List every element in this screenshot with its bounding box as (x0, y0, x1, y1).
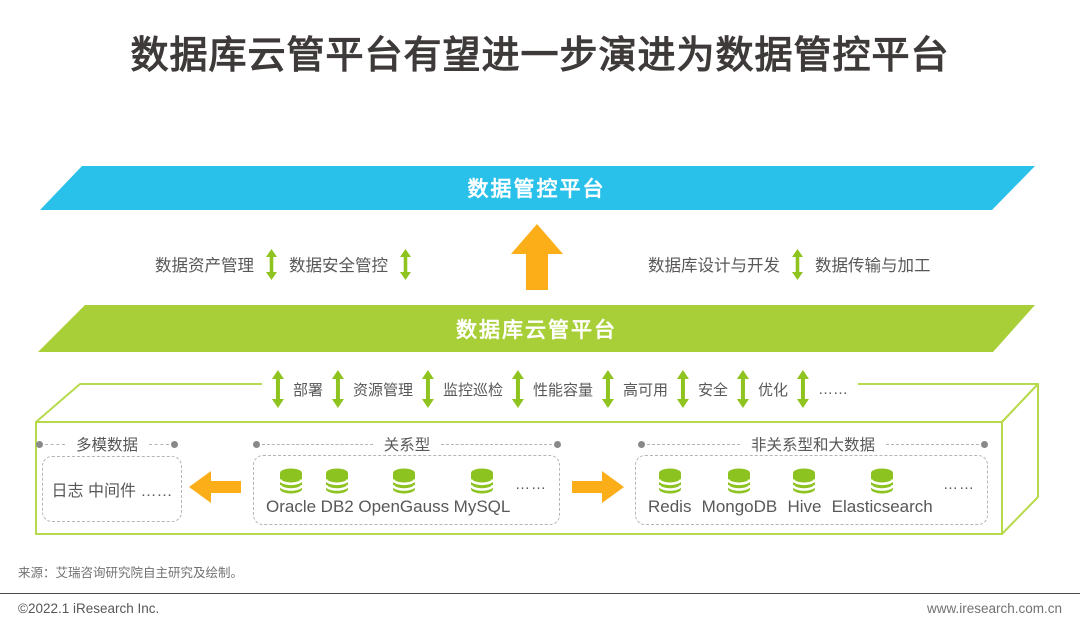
tag-dot (36, 440, 43, 448)
footer-copyright: ©2022.1 iResearch Inc. (18, 601, 160, 616)
tag-dot (171, 440, 179, 448)
database-icon (869, 468, 895, 494)
database-item: OpenGauss (358, 467, 449, 517)
database-label: MySQL (453, 497, 511, 516)
function-label: 性能容量 (532, 381, 594, 399)
up-down-arrow-icon (792, 248, 803, 280)
database-label: MongoDB (701, 497, 778, 516)
function-label: 安全 (698, 381, 729, 399)
zone-tag-non-relational: 非关系型和大数据 (638, 433, 989, 455)
function-label: 监控巡检 (442, 381, 503, 399)
database-icon (792, 468, 817, 494)
tag-dot (554, 440, 562, 448)
zone-tag-label: 多模数据 (76, 437, 139, 454)
function-label: 资源管理 (352, 381, 413, 399)
non-relational-db-row: Redis MongoDB Hive (636, 456, 987, 524)
database-icon (469, 468, 495, 494)
left-arrow-icon (189, 471, 241, 503)
database-icon (324, 468, 350, 494)
source-note: 来源：艾瑞咨询研究院自主研究及绘制。 (18, 566, 244, 580)
tag-dash (647, 443, 740, 445)
zone-tag-label: 非关系型和大数据 (751, 437, 876, 454)
up-down-arrow-icon (797, 370, 810, 408)
footer-website: www.iresearch.com.cn (926, 601, 1062, 616)
tag-dash (45, 443, 65, 445)
tag-dash (886, 443, 980, 445)
multi-model-box: 日志 中间件 …… (42, 456, 182, 522)
capability-row-right: 数据库设计与开发 数据传输与加工 (648, 247, 931, 281)
database-icon (278, 468, 304, 494)
zone-tag-relational: 关系型 (253, 433, 562, 455)
tag-dot (638, 440, 645, 448)
up-down-arrow-icon (737, 370, 750, 408)
database-item: MongoDB (701, 467, 778, 517)
tag-dash (149, 443, 170, 445)
database-item: DB2 (321, 467, 354, 517)
up-down-arrow-icon (677, 370, 690, 408)
capability-label: 数据库设计与开发 (648, 257, 780, 275)
page-title: 数据库云管平台有望进一步演进为数据管控平台 (130, 35, 950, 77)
up-down-arrow-icon (602, 370, 615, 408)
database-label: Redis (648, 497, 692, 516)
right-arrow-icon (572, 471, 624, 503)
database-label: Hive (787, 497, 822, 516)
database-item: Hive (787, 467, 821, 517)
database-item: Redis (648, 467, 691, 517)
tag-dot (981, 440, 989, 448)
tag-dash (441, 443, 553, 445)
database-label: Elasticsearch (831, 497, 933, 516)
up-down-arrow-icon (511, 370, 524, 408)
capability-label: 数据安全管控 (289, 257, 388, 275)
up-down-arrow-icon (271, 370, 284, 408)
banner-data-governance-platform: 数据管控平台 (38, 166, 1035, 210)
footer-divider (0, 593, 1080, 594)
relational-db-row: Oracle DB2 OpenGauss (254, 456, 559, 524)
zone-tag-multi-model: 多模数据 (36, 433, 179, 455)
up-arrow-icon (511, 224, 563, 290)
ellipsis-more: …… (942, 476, 975, 493)
multi-model-content: 日志 中间件 …… (51, 483, 173, 500)
database-item: Oracle (266, 467, 316, 517)
capability-label: 数据资产管理 (155, 257, 254, 275)
database-icon (727, 468, 752, 494)
up-down-arrow-icon (421, 370, 434, 408)
function-label: …… (818, 380, 849, 398)
banner-database-cloud-label: 数据库云管平台 (456, 318, 617, 342)
capability-row-left: 数据资产管理 数据安全管控 (155, 247, 411, 281)
database-item: Elasticsearch (832, 467, 933, 517)
banner-data-governance-label: 数据管控平台 (467, 178, 606, 201)
function-label: 优化 (758, 381, 789, 399)
ellipsis-more: …… (514, 476, 547, 493)
non-relational-box: Redis MongoDB Hive (635, 455, 988, 525)
database-label: OpenGauss (358, 497, 450, 516)
database-icon (657, 468, 683, 494)
database-label: DB2 (320, 497, 354, 516)
up-down-arrow-icon (400, 248, 411, 280)
database-label: Oracle (266, 497, 317, 516)
banner-database-cloud-platform: 数据库云管平台 (38, 305, 1035, 352)
tag-dot (253, 440, 260, 448)
database-item: MySQL (453, 467, 511, 517)
function-row: 部署 资源管理 监控巡检 性能容量 高可用 安全 优化 …… (261, 368, 859, 410)
up-down-arrow-icon (266, 248, 277, 280)
tag-dash (262, 443, 373, 445)
relational-box: Oracle DB2 OpenGauss (253, 455, 560, 525)
zone-tag-label: 关系型 (383, 437, 431, 454)
function-label: 部署 (292, 381, 323, 399)
up-down-arrow-icon (331, 370, 344, 408)
database-icon (391, 468, 417, 494)
capability-label: 数据传输与加工 (815, 257, 931, 275)
function-label: 高可用 (623, 381, 669, 399)
